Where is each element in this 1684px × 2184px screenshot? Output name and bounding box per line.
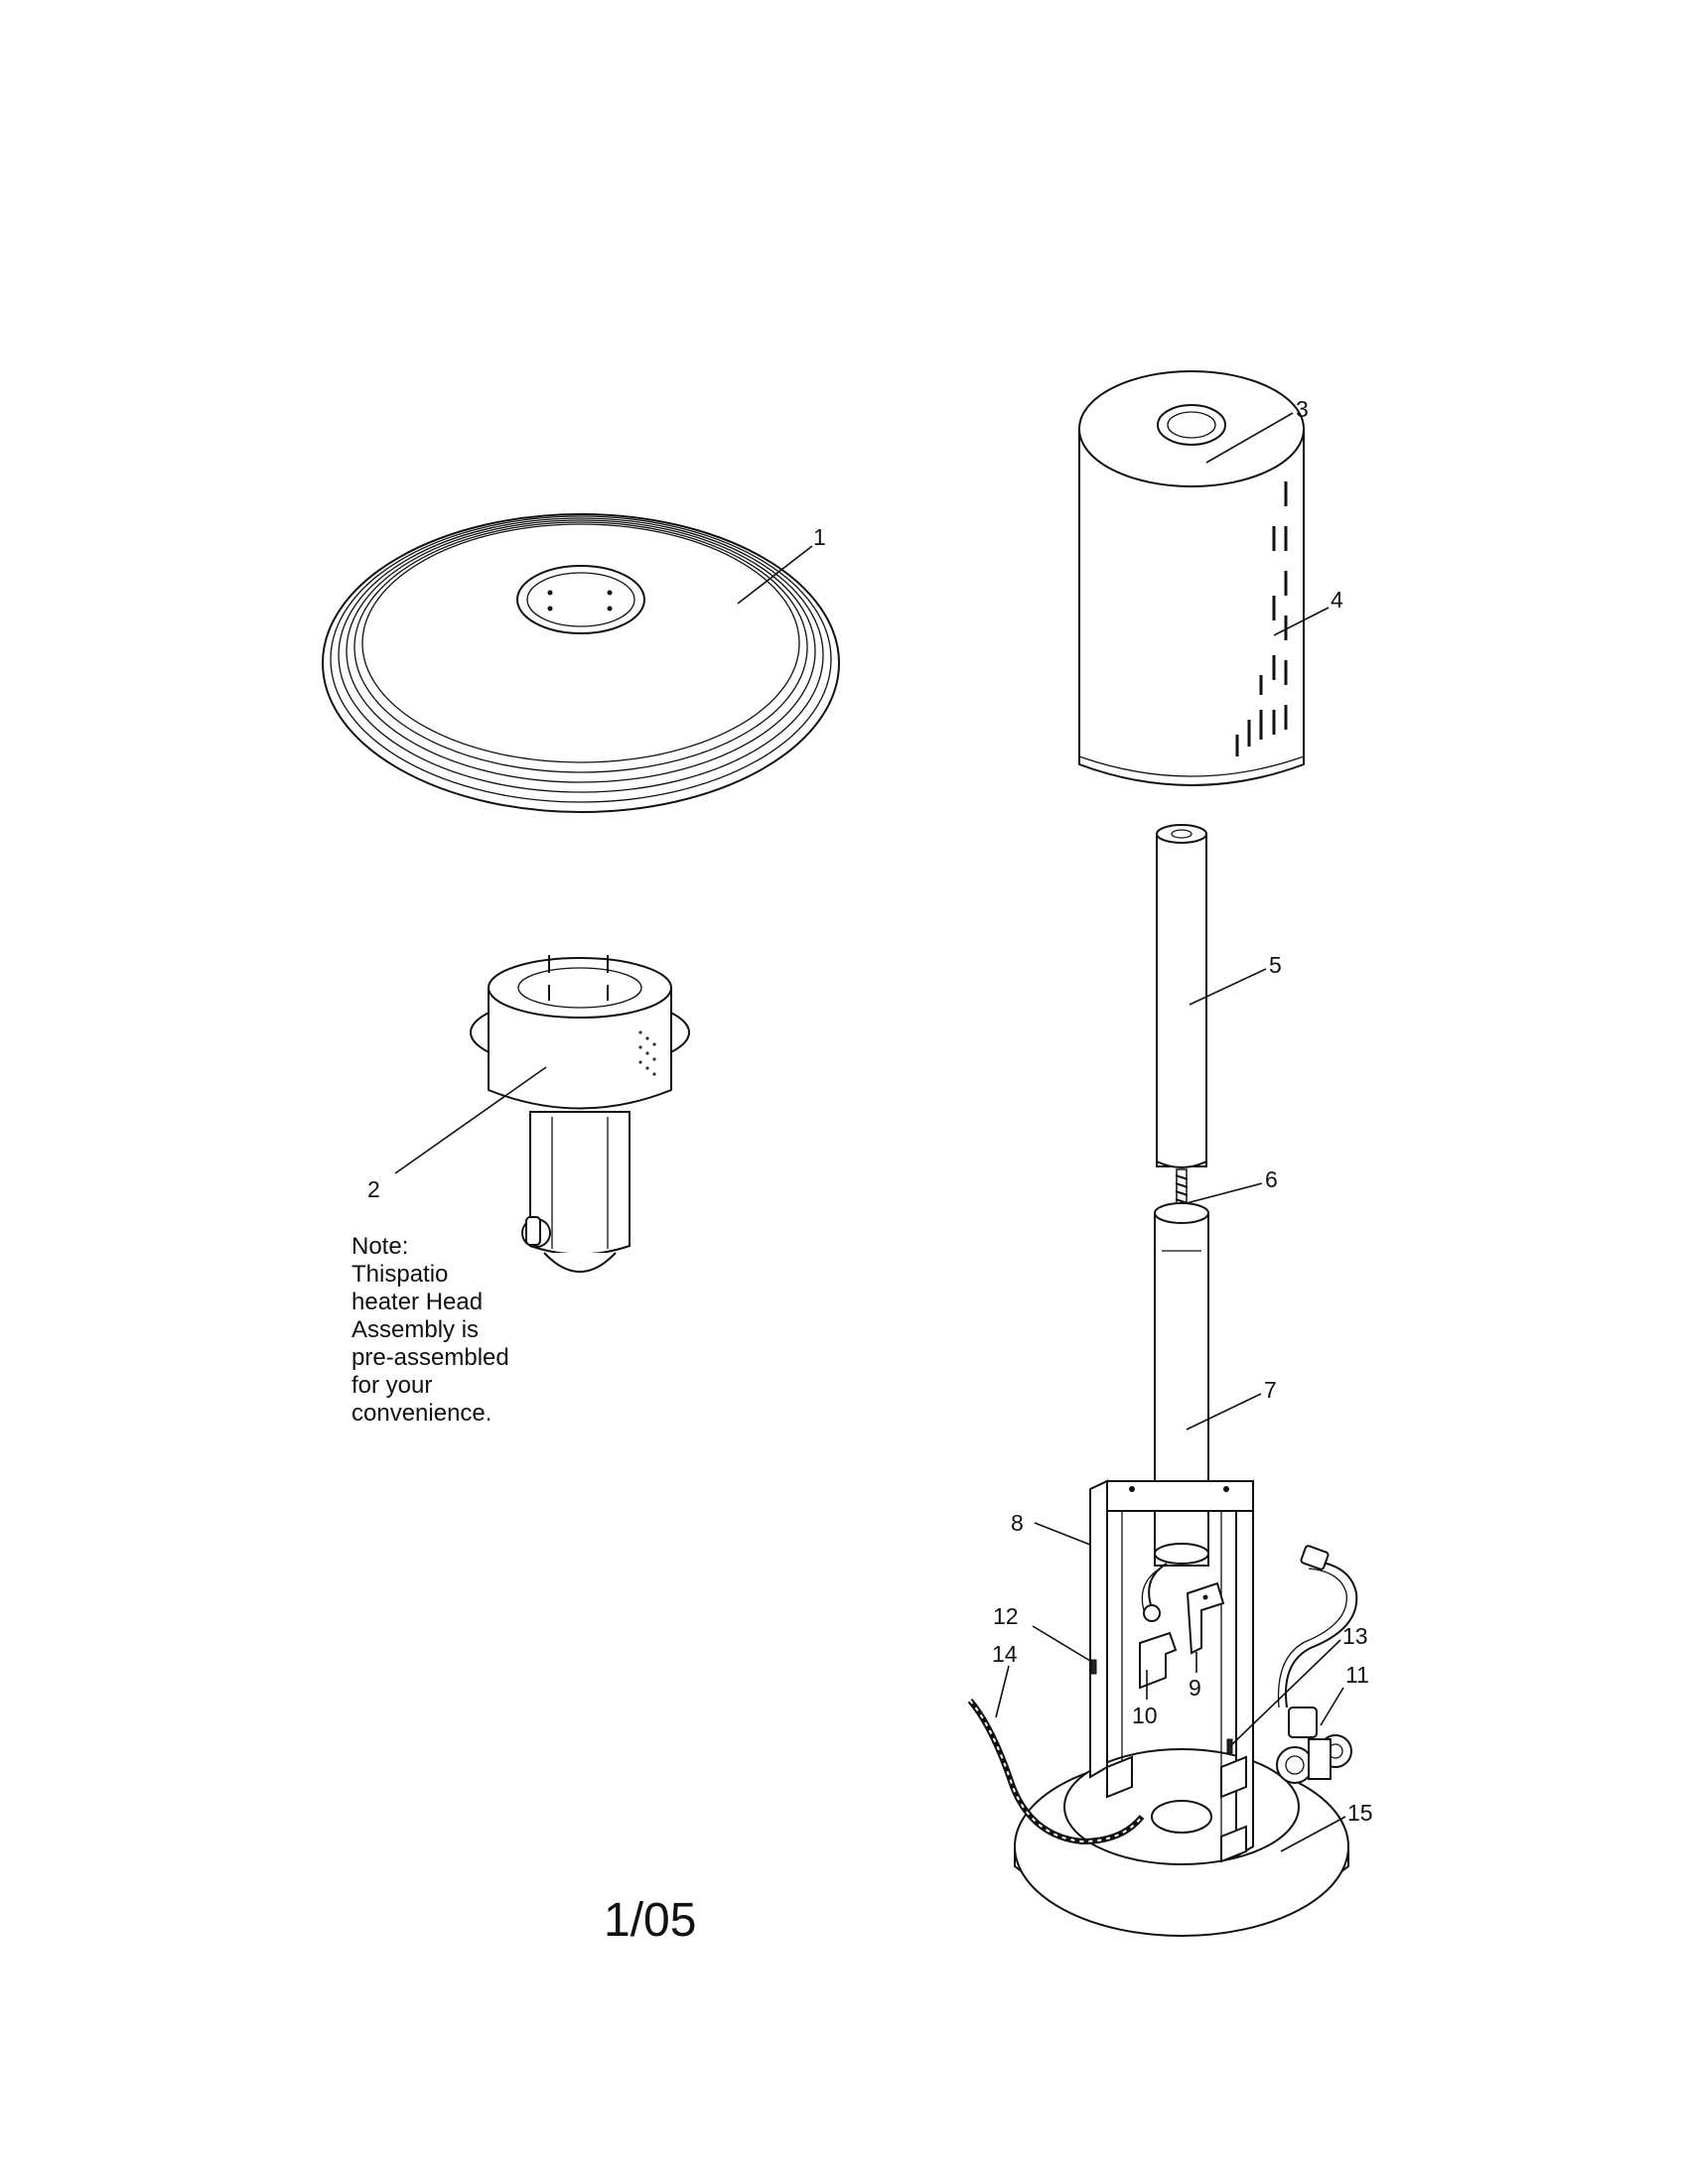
part-2-head-assembly [470, 955, 690, 1273]
part-10-bracket [1139, 1631, 1178, 1690]
part-14-igniter-wire [967, 1699, 1145, 1845]
callout-11: 11 [1345, 1662, 1369, 1688]
part-9-bracket [1186, 1581, 1225, 1655]
note-line-6: for your [351, 1372, 432, 1399]
callout-15: 15 [1347, 1800, 1373, 1826]
callout-8: 8 [1011, 1510, 1024, 1536]
callout-10: 10 [1132, 1703, 1158, 1728]
callout-5: 5 [1269, 952, 1282, 978]
callout-7: 7 [1264, 1377, 1277, 1403]
note-line-2: Thispatio [351, 1261, 448, 1288]
note-line-5: pre-assembled [351, 1344, 509, 1371]
callout-9: 9 [1189, 1675, 1201, 1701]
note-line-7: convenience. [351, 1400, 491, 1427]
part-1-reflector [322, 513, 840, 813]
part-13-screw [1226, 1738, 1233, 1754]
callout-1: 1 [813, 524, 826, 550]
note-line-3: heater Head [351, 1289, 483, 1315]
callout-2: 2 [367, 1176, 380, 1202]
part-12-screw [1090, 1659, 1097, 1675]
callout-labels: 1 2 3 4 5 6 7 8 9 10 11 12 13 14 15 [367, 396, 1373, 1826]
callout-3: 3 [1296, 396, 1309, 422]
part-11-regulator-hose [1276, 1545, 1358, 1784]
part-3-4-emitter-screen [1078, 370, 1305, 786]
note-line-4: Assembly is [351, 1316, 479, 1343]
assembly-note: Note: Thispatio heater Head Assembly is … [351, 1233, 509, 1427]
leader-lines [394, 412, 1346, 1852]
callout-4: 4 [1331, 587, 1343, 613]
callout-13: 13 [1342, 1623, 1368, 1649]
note-line-1: Note: [351, 1233, 408, 1260]
part-5-upper-post [1156, 824, 1207, 1168]
page-number: 1/05 [604, 1894, 696, 1947]
part-8-bracket-frame [1089, 1479, 1254, 1863]
callout-12: 12 [993, 1603, 1019, 1629]
callout-14: 14 [992, 1641, 1018, 1667]
callout-6: 6 [1265, 1166, 1278, 1192]
